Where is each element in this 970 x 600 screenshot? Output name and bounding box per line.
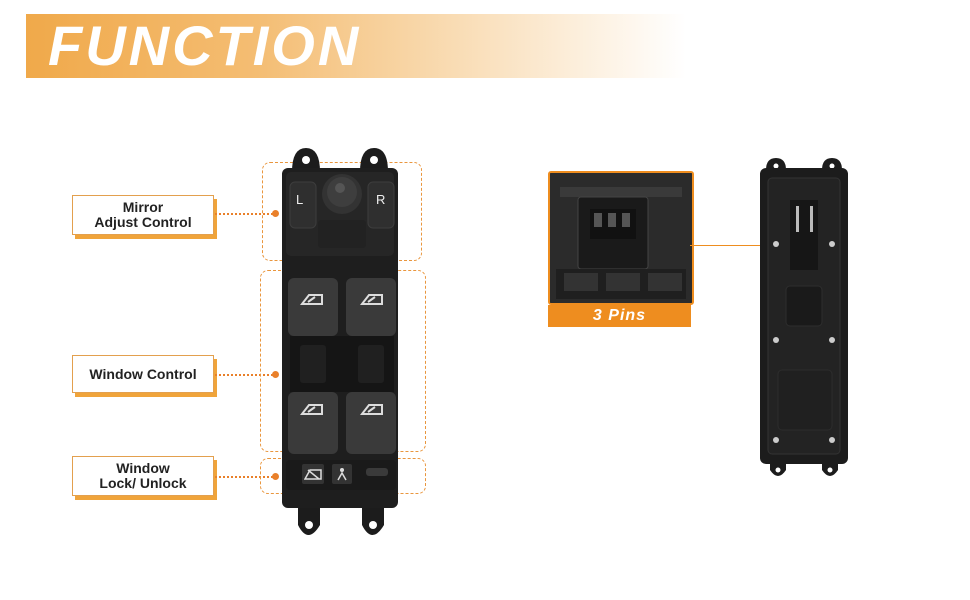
pins-label: 3 Pins (548, 305, 691, 327)
connector-closeup-inset (548, 171, 694, 305)
title-banner (26, 14, 686, 78)
window-connector-dot (272, 371, 279, 378)
window-up-icon[interactable] (360, 402, 384, 416)
window-connector-line (215, 374, 273, 376)
window-lock-icon[interactable] (304, 467, 322, 481)
window-lock-label: Window Lock/ Unlock (72, 456, 214, 496)
child-lock-icon[interactable] (335, 467, 349, 481)
window-up-icon[interactable] (360, 292, 384, 306)
mirror-connector-dot (272, 210, 279, 217)
mirror-right-letter[interactable]: R (376, 192, 386, 207)
connector-pointer-line (690, 245, 782, 246)
banner-title: FUNCTION (48, 14, 362, 77)
window-label-line1: Window Control (89, 365, 197, 382)
mirror-connector-line (215, 213, 273, 215)
window-up-icon[interactable] (300, 402, 324, 416)
mirror-label-line2: Adjust Control (94, 214, 192, 230)
connector-closeup-image (550, 173, 692, 303)
window-up-icon[interactable] (300, 292, 324, 306)
mirror-left-letter[interactable]: L (296, 192, 304, 207)
lock-label-line1: Window (116, 460, 170, 476)
mirror-label-line1: Mirror (122, 199, 164, 215)
lock-connector-dot (272, 473, 279, 480)
mirror-adjust-label: Mirror Adjust Control (72, 195, 214, 235)
window-control-label: Window Control (72, 355, 214, 393)
lock-connector-line (215, 476, 273, 478)
lock-label-line2: Lock/ Unlock (99, 475, 187, 491)
